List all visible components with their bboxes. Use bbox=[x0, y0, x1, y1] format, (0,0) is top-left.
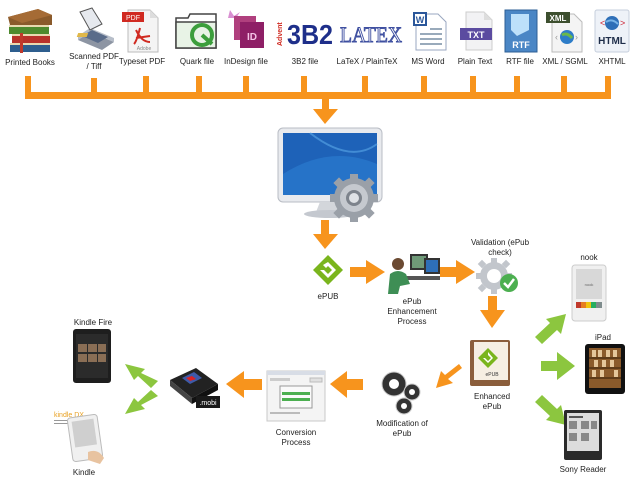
svg-text:nook: nook bbox=[585, 282, 594, 287]
connector-word bbox=[421, 76, 427, 96]
word-icon: W bbox=[410, 10, 448, 52]
svg-text:ePUB: ePUB bbox=[485, 372, 499, 378]
nook-label: nook bbox=[580, 253, 598, 262]
gear-icon bbox=[330, 174, 378, 222]
connector-3b2 bbox=[301, 76, 307, 96]
arrow-to-sony bbox=[535, 395, 566, 425]
arrow-to-computer bbox=[313, 109, 338, 124]
svg-text:XML: XML bbox=[550, 14, 567, 23]
arrow-to-ipad bbox=[557, 352, 575, 380]
source-label-xhtml: XHTML bbox=[598, 57, 626, 66]
svg-text:RTF: RTF bbox=[512, 40, 530, 50]
connector-rtf bbox=[514, 76, 520, 96]
svg-text:LATEX: LATEX bbox=[340, 22, 402, 47]
connector-printed-books bbox=[25, 76, 31, 96]
source-label-scanned: Scanned PDF / Tiff bbox=[69, 52, 119, 71]
svg-text:Advent: Advent bbox=[277, 22, 284, 46]
source-label-3b2: 3B2 file bbox=[291, 57, 319, 66]
kindle-label: Kindle bbox=[72, 468, 96, 477]
enhanced-epub-book-icon: ePUB bbox=[468, 338, 512, 388]
validation-label: Validation (ePub check) bbox=[470, 238, 530, 257]
svg-text:Adobe: Adobe bbox=[137, 46, 152, 52]
arrow-enhancement-to-validation bbox=[456, 260, 475, 284]
kindle-device-icon: kindle DX bbox=[52, 408, 108, 466]
enhancement-label: ePub Enhancement Process bbox=[387, 297, 437, 326]
svg-text:.mobi: .mobi bbox=[199, 400, 217, 407]
connector-xhtml bbox=[605, 76, 611, 96]
mobi-book-icon: .mobi bbox=[166, 366, 222, 412]
computer-icon bbox=[270, 124, 390, 226]
svg-text:HTML: HTML bbox=[598, 36, 626, 47]
modification-gears-icon bbox=[376, 366, 426, 416]
arrow-validation-to-enhanced bbox=[480, 310, 505, 328]
svg-text:kindle DX: kindle DX bbox=[54, 412, 84, 419]
xml-icon: XML ‹ › bbox=[544, 10, 586, 54]
ipad-device-icon bbox=[584, 343, 626, 395]
kindle-fire-label: Kindle Fire bbox=[73, 318, 113, 327]
sony-reader-device-icon bbox=[563, 409, 603, 461]
epub-label: ePUB bbox=[317, 292, 339, 301]
kindle-fire-device-icon bbox=[72, 328, 112, 384]
arrow-conversion-to-mobi bbox=[226, 371, 244, 398]
source-label-rtf: RTF file bbox=[506, 57, 534, 66]
bus-down-stem bbox=[322, 99, 329, 110]
source-label-quark: Quark file bbox=[179, 57, 215, 66]
source-label-printed-books: Printed Books bbox=[5, 58, 55, 67]
svg-text:3B2: 3B2 bbox=[287, 19, 333, 48]
source-label-txt: Plain Text bbox=[457, 57, 493, 66]
modification-label: Modification of ePub bbox=[376, 419, 428, 438]
connector-typeset-pdf bbox=[143, 76, 149, 96]
sony-reader-label: Sony Reader bbox=[559, 465, 607, 474]
source-label-typeset-pdf: Typeset PDF bbox=[118, 57, 166, 66]
source-label-word: MS Word bbox=[411, 57, 445, 66]
arrow-to-kindle bbox=[125, 390, 158, 414]
conversion-label: Conversion Process bbox=[275, 428, 317, 447]
scanner-icon bbox=[72, 6, 116, 52]
svg-text:›: › bbox=[575, 32, 578, 42]
html-icon: < > HTML bbox=[592, 8, 632, 54]
arrow-to-epub bbox=[313, 234, 338, 249]
connector-txt bbox=[470, 76, 476, 96]
3b2-icon: Advent 3B2 bbox=[276, 16, 334, 50]
epub-logo-icon bbox=[312, 254, 344, 286]
validation-icon bbox=[476, 258, 520, 294]
pdf-icon: PDF Adobe bbox=[122, 8, 162, 54]
ipad-label: iPad bbox=[594, 333, 611, 342]
svg-text:ID: ID bbox=[247, 32, 257, 43]
nook-device-icon: nook bbox=[571, 264, 607, 322]
txt-icon: TXT bbox=[456, 10, 496, 52]
svg-text:<: < bbox=[600, 18, 605, 28]
svg-text:TXT: TXT bbox=[468, 30, 486, 40]
connector-indesign bbox=[243, 76, 249, 96]
arrow-to-kindle-fire bbox=[125, 364, 158, 388]
arrow-to-nook bbox=[535, 314, 566, 344]
source-label-xml: XML / SGML bbox=[542, 57, 588, 66]
latex-icon: LATEX bbox=[338, 18, 404, 48]
computer-down-stem bbox=[321, 220, 329, 236]
quark-icon bbox=[174, 12, 218, 50]
enhanced-epub-label: Enhanced ePub bbox=[473, 392, 511, 411]
arrow-enhanced-to-modification bbox=[436, 364, 462, 388]
connector-scanned bbox=[91, 78, 97, 96]
source-bus bbox=[25, 92, 611, 99]
svg-text:‹: ‹ bbox=[555, 32, 558, 42]
indesign-icon: ID bbox=[224, 8, 266, 52]
connector-latex bbox=[362, 76, 368, 96]
books-icon bbox=[6, 5, 56, 53]
connector-quark bbox=[196, 76, 202, 96]
svg-text:>: > bbox=[620, 18, 625, 28]
conversion-window-icon bbox=[266, 370, 326, 422]
arrow-modification-to-conversion bbox=[330, 371, 347, 398]
source-label-latex: LaTeX / PlainTeX bbox=[336, 57, 398, 66]
connector-xml bbox=[561, 76, 567, 96]
arrow-epub-to-enhancement bbox=[366, 260, 385, 284]
svg-text:W: W bbox=[416, 15, 425, 25]
rtf-icon: RTF bbox=[503, 8, 539, 54]
checkmark-icon bbox=[503, 278, 515, 289]
enhancement-process-icon bbox=[384, 250, 440, 294]
source-label-indesign: InDesign file bbox=[223, 57, 269, 66]
svg-text:PDF: PDF bbox=[126, 15, 140, 22]
